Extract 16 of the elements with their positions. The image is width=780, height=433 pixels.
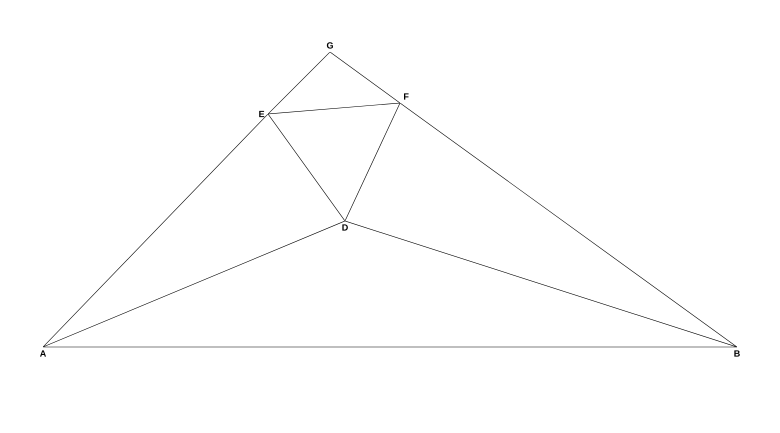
- line-segment: [42, 346, 738, 348]
- line-segment: [330, 52, 400, 104]
- line-segment: [42, 114, 268, 348]
- line-segment: [268, 52, 330, 114]
- line-segment: [268, 102, 400, 114]
- line-segment: [42, 220, 346, 348]
- line-segment: [268, 114, 346, 222]
- point-label: A: [40, 350, 46, 357]
- point-label: G: [326, 42, 333, 49]
- line-segment: [400, 102, 738, 348]
- point-label: F: [404, 93, 409, 100]
- point-label: D: [342, 224, 348, 231]
- point-label: E: [259, 110, 264, 118]
- point-label: B: [734, 350, 740, 357]
- line-segment: [344, 102, 400, 222]
- line-segment: [344, 220, 738, 348]
